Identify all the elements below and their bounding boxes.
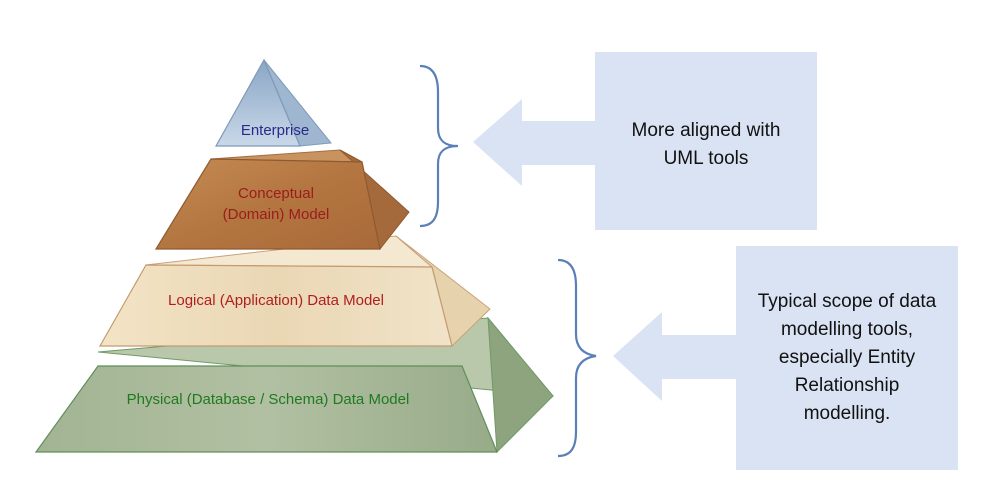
enterprise-tier-front-face <box>214 58 301 147</box>
physical-tier-right-face <box>487 316 554 454</box>
bottom-callout-box <box>736 246 958 470</box>
top-callout-line-2: UML tools <box>664 148 749 169</box>
bottom-callout-line-5: modelling. <box>804 403 891 424</box>
logical-tier <box>98 235 491 347</box>
physical-tier-front-face <box>34 365 498 453</box>
enterprise-tier <box>214 58 332 147</box>
top-callout: More aligned with UML tools <box>473 52 817 230</box>
logical-tier-front-face <box>98 264 453 347</box>
bottom-curly-bracket <box>557 258 597 458</box>
bottom-callout-line-1: Typical scope of data <box>758 291 937 312</box>
bottom-callout: Typical scope of data modelling tools, e… <box>613 246 958 470</box>
bottom-callout-line-4: Relationship <box>795 375 900 396</box>
top-callout-line-1: More aligned with <box>632 120 781 141</box>
logical-label: Logical (Application) Data Model <box>168 292 384 309</box>
top-curly-bracket <box>419 64 459 228</box>
bottom-callout-line-2: modelling tools, <box>781 319 913 340</box>
physical-label: Physical (Database / Schema) Data Model <box>127 391 410 408</box>
conceptual-label-line-2: (Domain) Model <box>223 206 330 223</box>
conceptual-tier-front-face <box>154 158 381 250</box>
conceptual-tier <box>154 149 410 251</box>
enterprise-label: Enterprise <box>241 122 309 139</box>
top-callout-box <box>595 52 817 230</box>
bottom-callout-arrow <box>613 312 737 401</box>
conceptual-label-line-1: Conceptual <box>238 185 314 202</box>
bottom-callout-line-3: especially Entity <box>779 347 916 368</box>
top-callout-arrow <box>473 99 596 186</box>
